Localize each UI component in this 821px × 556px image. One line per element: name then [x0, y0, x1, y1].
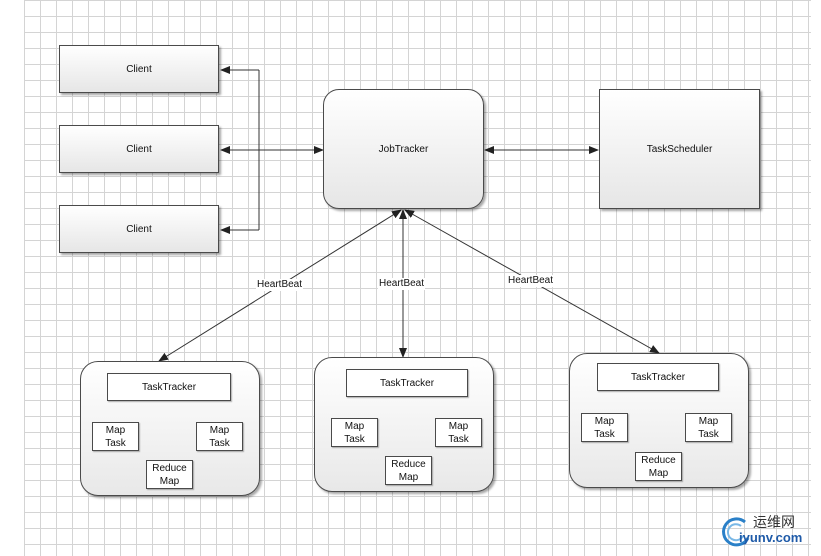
map-task-left-2: Map Task [331, 418, 378, 447]
heartbeat-label-2: HeartBeat [378, 278, 426, 290]
client-box-1: Client [59, 45, 219, 93]
reduce-map-2: Reduce Map [385, 456, 432, 485]
heartbeat-label-1: HeartBeat [256, 279, 304, 291]
tasktracker-box-2: TaskTracker [346, 369, 468, 397]
taskscheduler-box: TaskScheduler [599, 89, 760, 209]
map-task-right-1: Map Task [196, 422, 243, 451]
map-task-left-3: Map Task [581, 413, 628, 442]
watermark-logo: 运维网 iyunv.com [715, 510, 815, 550]
tasktracker-box-1: TaskTracker [107, 373, 231, 401]
map-task-right-2: Map Task [435, 418, 482, 447]
jobtracker-box: JobTracker [323, 89, 484, 209]
watermark-swirl-icon [722, 517, 750, 547]
watermark-cn: 运维网 [753, 514, 795, 530]
watermark-en: iyunv.com [739, 530, 803, 545]
map-task-left-1: Map Task [92, 422, 139, 451]
reduce-map-1: Reduce Map [146, 460, 193, 489]
heartbeat-label-3: HeartBeat [507, 275, 555, 287]
tasktracker-box-3: TaskTracker [597, 363, 719, 391]
client-box-2: Client [59, 125, 219, 173]
map-task-right-3: Map Task [685, 413, 732, 442]
reduce-map-3: Reduce Map [635, 452, 682, 481]
client-box-3: Client [59, 205, 219, 253]
